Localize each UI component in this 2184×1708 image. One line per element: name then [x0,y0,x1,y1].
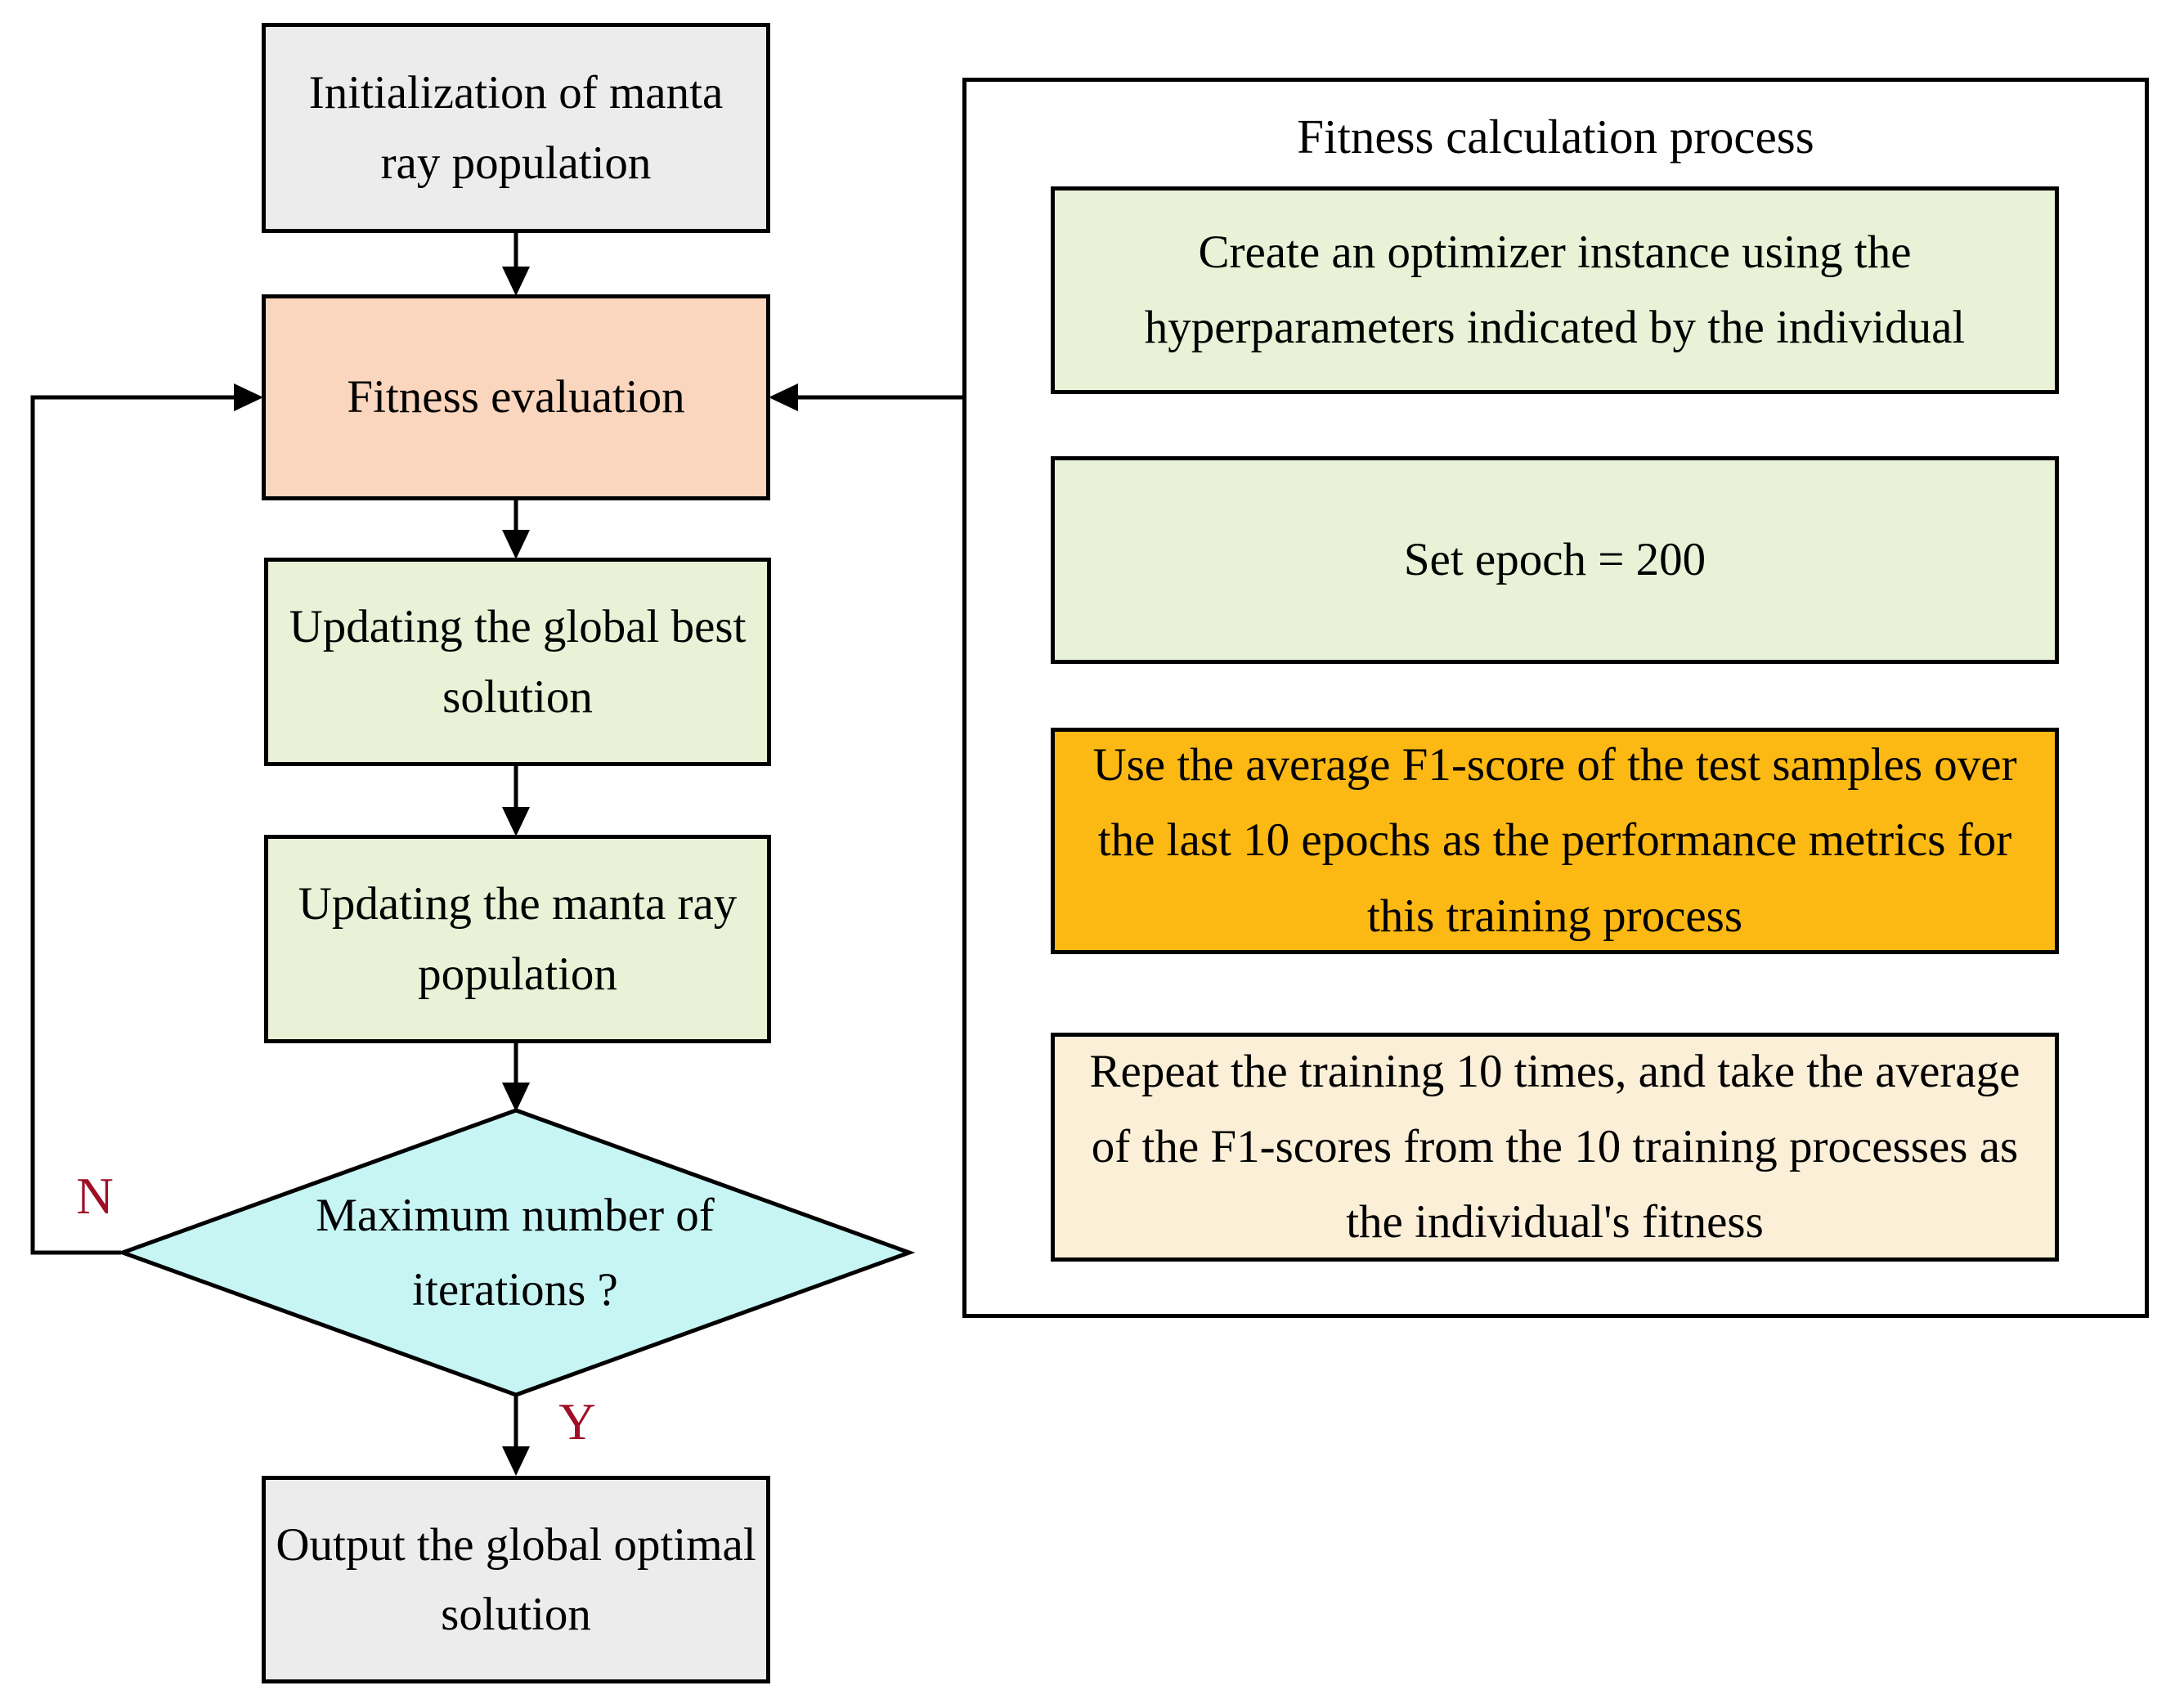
arrow-best-to-pop [502,764,530,836]
step-create-optimizer: Create an optimizer instance using the h… [1051,186,2059,394]
fitness-calculation-panel: Fitness calculation process Create an op… [962,78,2149,1318]
step-average-f1-score: Use the average F1-score of the test sam… [1051,728,2059,954]
arrow-loop-no [30,383,263,1255]
branch-label-no: N [76,1168,114,1225]
node-update-population: Updating the manta ray population [264,835,771,1043]
node-initialization: Initialization of manta ray population [262,23,770,233]
panel-title: Fitness calculation process [1297,110,1814,164]
step-set-epoch: Set epoch = 200 [1051,456,2059,664]
node-update-global-best: Updating the global best solution [264,558,771,766]
decision-label: Maximum number of iterations ? [316,1190,715,1316]
arrow-init-to-fitness [502,233,530,296]
arrow-panel-to-fitness [769,383,962,411]
node-fitness-evaluation: Fitness evaluation [262,294,770,500]
arrow-decision-to-output [502,1392,530,1476]
arrow-pop-to-decision [502,1042,530,1112]
step-repeat-training: Repeat the training 10 times, and take t… [1051,1033,2059,1262]
branch-label-yes: Y [558,1393,596,1450]
decision-diamond [116,1108,916,1397]
arrow-fitness-to-best [502,499,530,559]
node-output-solution: Output the global optimal solution [262,1476,770,1683]
